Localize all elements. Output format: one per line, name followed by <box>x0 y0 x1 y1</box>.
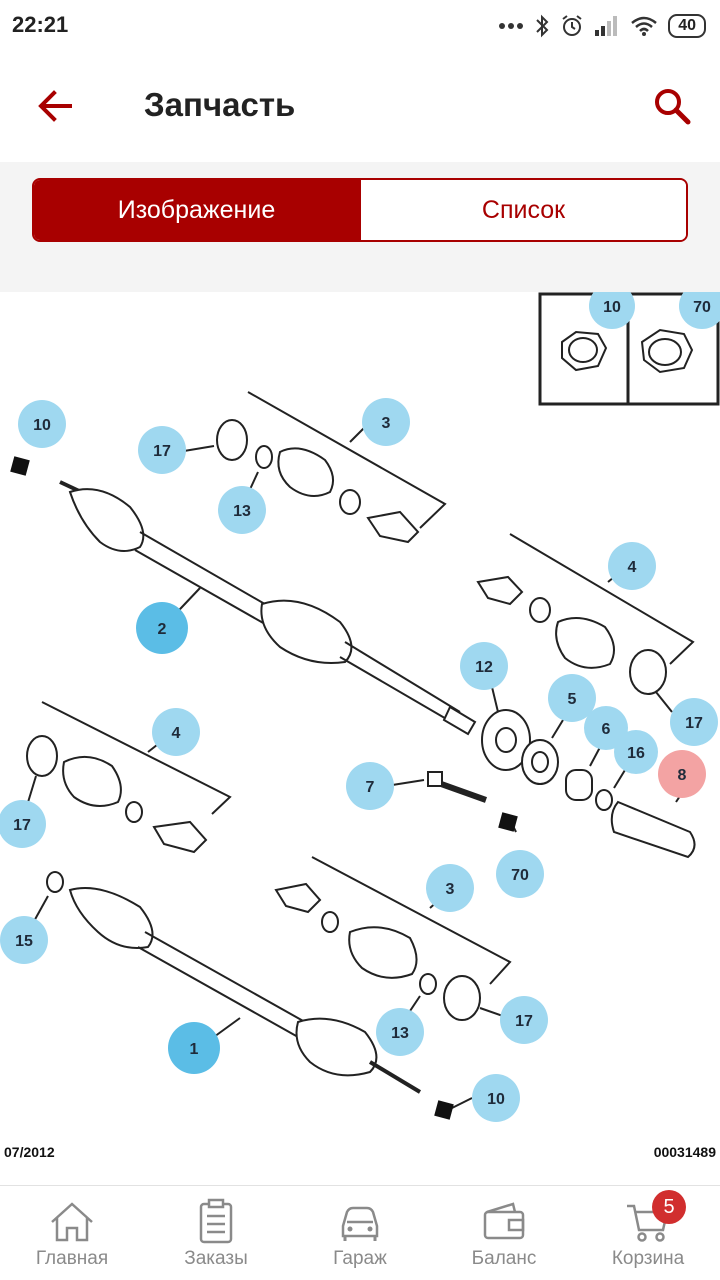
svg-text:17: 17 <box>153 443 171 460</box>
svg-text:10: 10 <box>487 1091 505 1108</box>
tab-bar-area: Изображение Список <box>0 162 720 292</box>
svg-text:15: 15 <box>15 933 33 950</box>
search-button[interactable] <box>648 82 696 130</box>
callout-12[interactable]: 12 <box>460 642 508 690</box>
callout-5[interactable]: 5 <box>548 674 596 722</box>
battery-icon: 40 <box>668 14 706 38</box>
svg-text:70: 70 <box>693 299 711 316</box>
view-toggle: Изображение Список <box>32 178 688 242</box>
nav-cart[interactable]: Корзина 5 <box>576 1186 720 1280</box>
callout-16[interactable]: 16 <box>614 730 658 774</box>
nav-balance-label: Баланс <box>471 1248 537 1269</box>
arrow-left-icon <box>38 90 72 122</box>
diagram-date: 07/2012 <box>4 1144 55 1160</box>
callout-10-top[interactable]: 10 <box>18 400 66 448</box>
callout-13-top[interactable]: 13 <box>218 486 266 534</box>
callout-4-right[interactable]: 4 <box>608 542 656 590</box>
parts-diagram[interactable]: 10 70 10 17 3 13 2 4 17 12 5 6 16 8 7 70… <box>0 292 720 1185</box>
callout-15[interactable]: 15 <box>0 916 48 964</box>
svg-text:13: 13 <box>391 1025 409 1042</box>
svg-text:12: 12 <box>475 659 493 676</box>
callout-10-bottom[interactable]: 10 <box>472 1074 520 1122</box>
callout-70-inset[interactable]: 70 <box>679 292 720 329</box>
svg-text:6: 6 <box>602 721 611 738</box>
callout-10-inset[interactable]: 10 <box>589 292 635 329</box>
callout-8[interactable]: 8 <box>658 750 706 798</box>
wallet-icon <box>483 1202 525 1240</box>
svg-text:13: 13 <box>233 503 251 520</box>
svg-text:17: 17 <box>13 817 31 834</box>
nav-home-label: Главная <box>35 1248 109 1269</box>
status-bar: 22:21 40 <box>0 0 720 52</box>
nav-garage-label: Гараж <box>333 1248 387 1269</box>
cart-badge: 5 <box>652 1190 686 1224</box>
callout-7[interactable]: 7 <box>346 762 394 810</box>
callout-17-top[interactable]: 17 <box>138 426 186 474</box>
callout-markers: 10 70 10 17 3 13 2 4 17 12 5 6 16 8 7 70… <box>0 292 720 1122</box>
callout-1[interactable]: 1 <box>168 1022 220 1074</box>
nav-home[interactable]: Главная <box>0 1186 144 1280</box>
callout-70[interactable]: 70 <box>496 850 544 898</box>
callout-13-bottom[interactable]: 13 <box>376 1008 424 1056</box>
svg-text:1: 1 <box>190 1041 199 1058</box>
svg-text:10: 10 <box>603 299 621 316</box>
nav-orders[interactable]: Заказы <box>144 1186 288 1280</box>
nav-orders-label: Заказы <box>184 1248 248 1269</box>
nav-balance[interactable]: Баланс <box>432 1186 576 1280</box>
nav-garage[interactable]: Гараж <box>288 1186 432 1280</box>
svg-text:3: 3 <box>446 881 455 898</box>
tab-image[interactable]: Изображение <box>34 180 359 240</box>
svg-text:10: 10 <box>33 417 51 434</box>
status-icons: 40 <box>498 12 706 40</box>
tab-list[interactable]: Список <box>359 180 686 240</box>
callout-6[interactable]: 6 <box>584 706 628 750</box>
back-button[interactable] <box>32 82 80 130</box>
svg-text:70: 70 <box>511 867 529 884</box>
svg-text:3: 3 <box>382 415 391 432</box>
parts-diagram-svg: 10 70 10 17 3 13 2 4 17 12 5 6 16 8 7 70… <box>0 292 720 1122</box>
svg-text:17: 17 <box>515 1013 533 1030</box>
callout-3-bottom[interactable]: 3 <box>426 864 474 912</box>
status-time: 22:21 <box>12 12 69 37</box>
svg-text:16: 16 <box>627 745 645 762</box>
svg-text:8: 8 <box>678 767 687 784</box>
svg-text:7: 7 <box>366 779 375 796</box>
callout-17-right[interactable]: 17 <box>670 698 718 746</box>
diagram-code: 00031489 <box>653 1144 716 1160</box>
nav-cart-label: Корзина <box>611 1248 685 1269</box>
callout-3-top[interactable]: 3 <box>362 398 410 446</box>
dots-icon <box>499 23 524 29</box>
callout-2[interactable]: 2 <box>136 602 188 654</box>
svg-text:5: 5 <box>568 691 577 708</box>
callout-17-bottom[interactable]: 17 <box>500 996 548 1044</box>
search-icon <box>655 89 691 125</box>
svg-text:2: 2 <box>158 621 167 638</box>
callout-4-left[interactable]: 4 <box>152 708 200 756</box>
bottom-navigation: Главная Заказы Гараж Баланс К <box>0 1185 720 1280</box>
home-icon <box>51 1202 93 1242</box>
app-bar: Запчасть <box>0 52 720 162</box>
wifi-icon <box>631 16 658 36</box>
page-title: Запчасть <box>144 86 296 123</box>
callout-17-left[interactable]: 17 <box>0 800 46 848</box>
alarm-icon <box>562 15 582 36</box>
svg-text:17: 17 <box>685 715 703 732</box>
bluetooth-icon <box>536 14 549 38</box>
signal-icon <box>595 16 618 36</box>
svg-text:4: 4 <box>628 559 637 576</box>
car-icon <box>341 1206 379 1241</box>
orders-icon <box>199 1198 233 1244</box>
svg-text:4: 4 <box>172 725 181 742</box>
